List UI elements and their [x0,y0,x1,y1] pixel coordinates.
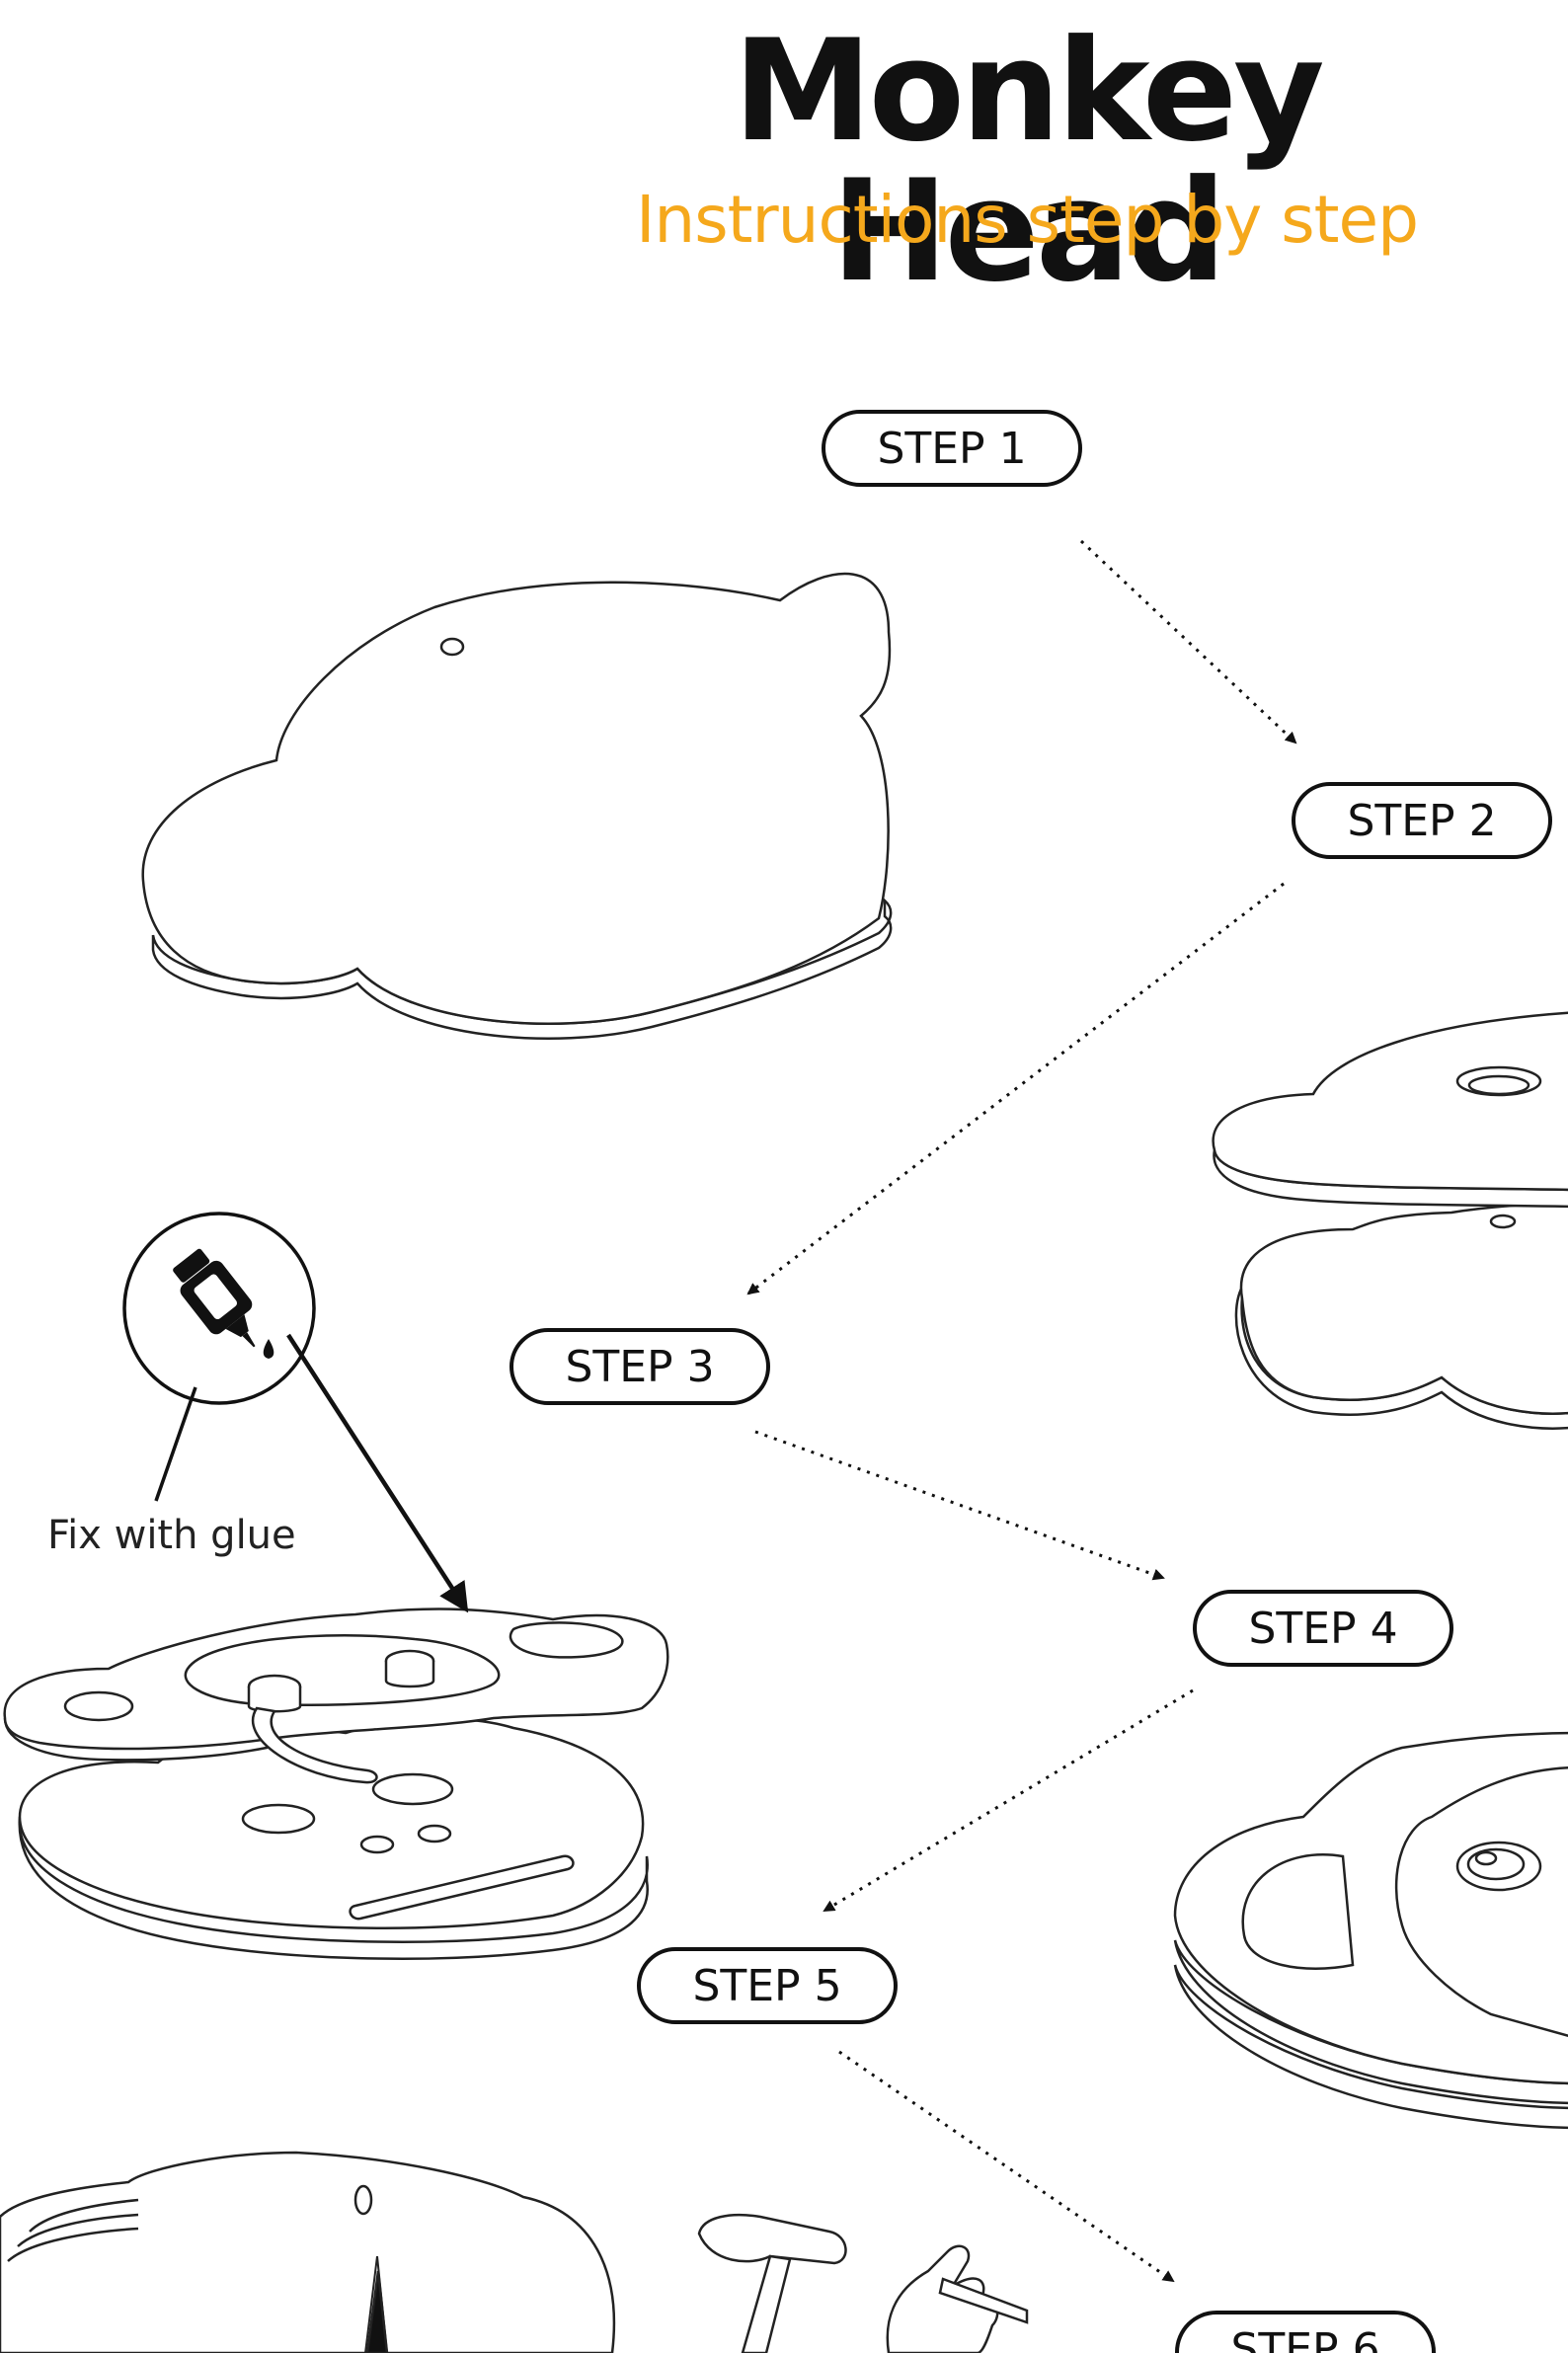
step-4-label: STEP 4 [1193,1590,1453,1667]
step5-assembly-illustration [0,2151,616,2353]
glue-callout [122,1212,469,1613]
arrow-step5-to-step6 [838,2050,1175,2283]
page-title: Monkey Head [733,10,1324,313]
arrow-step3-to-step4 [754,1430,1165,1581]
hammer-icon [697,2213,847,2353]
step2-plates-illustration [1212,1011,1568,1430]
glue-bottle-icon [173,1248,256,1348]
step-2-label: STEP 2 [1292,782,1552,859]
glue-drop-icon [263,1339,274,1359]
arrow-step4-to-step5 [823,1688,1194,1913]
glue-callout-circle [122,1212,316,1405]
step3-plates-illustration [3,1608,669,1960]
flow-arrows [746,539,1297,2283]
page-subtitle: Instructions step by step [635,182,1419,258]
arrow-step1-to-step2 [1079,539,1297,745]
step-3-label: STEP 3 [510,1328,770,1405]
step-5-label: STEP 5 [637,1947,898,2024]
step-6-label: STEP 6 [1175,2311,1436,2353]
glue-note: Fix with glue [47,1513,296,1558]
arrow-step2-to-step3 [746,882,1285,1295]
hand-icon [886,2244,1029,2353]
step1-plate-illustration [141,572,893,1040]
step-1-label: STEP 1 [822,410,1082,487]
step4-assembly-illustration [1173,1731,1568,2130]
